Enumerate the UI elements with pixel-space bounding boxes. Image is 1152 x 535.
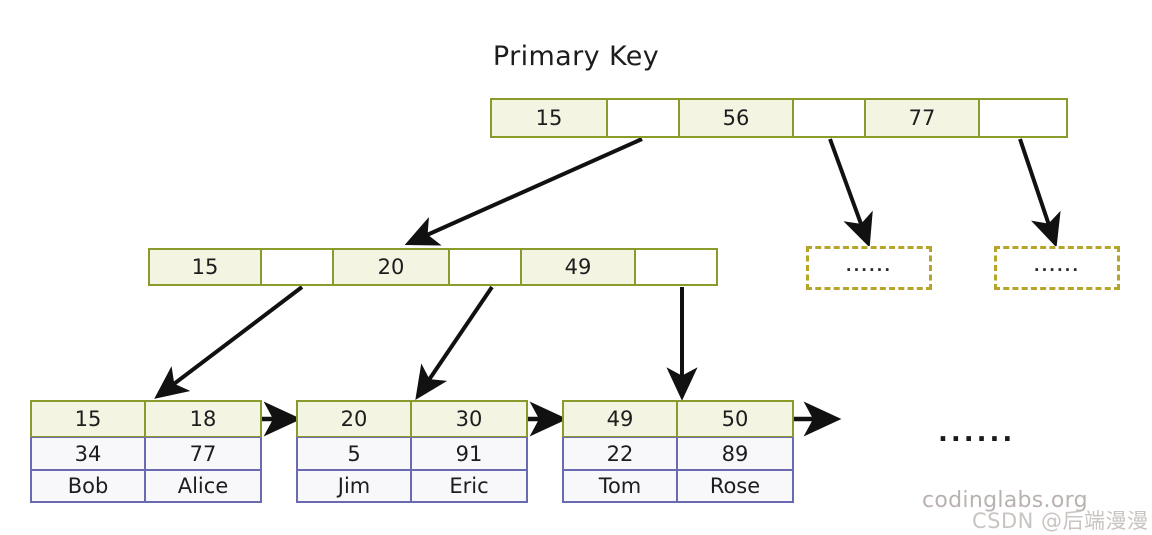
placeholder-left-dots: ......: [845, 256, 893, 275]
root-index-node: 15 56 77: [490, 98, 1068, 138]
root-cell-pointer-2[interactable]: [980, 100, 1066, 136]
leaf-2-key-0[interactable]: 20: [298, 402, 412, 436]
placeholder-node-left: ......: [806, 246, 932, 290]
leaf-1-data-row-2: Bob Alice: [30, 470, 262, 503]
leaf-3-key-0[interactable]: 49: [564, 402, 678, 436]
leaf-2-data-row-2: Jim Eric: [296, 470, 528, 503]
internal-cell-pointer-2[interactable]: [636, 250, 714, 284]
root-cell-key-1[interactable]: 56: [680, 100, 794, 136]
leaf-3-key-row: 49 50: [562, 400, 794, 437]
leaf-3-field-name-0[interactable]: Tom: [564, 471, 678, 501]
leaf-node-1: 15 18 34 77 Bob Alice: [30, 400, 262, 503]
leaf-2-key-1[interactable]: 30: [455, 407, 483, 431]
leaf-1-key-0[interactable]: 15: [32, 402, 146, 436]
edge-internal-to-leaf-1: [154, 285, 304, 399]
leaf-3-data-row-2: Tom Rose: [562, 470, 794, 503]
leaf-2-key-row: 20 30: [296, 400, 528, 437]
root-cell-key-2[interactable]: 77: [866, 100, 980, 136]
root-cell-pointer-0[interactable]: [608, 100, 680, 136]
leaf-1-field-age-0[interactable]: 34: [32, 438, 146, 469]
internal-cell-key-0[interactable]: 15: [150, 250, 262, 284]
leaf-1-data-row-1: 34 77: [30, 437, 262, 470]
leaf-1-field-age-1[interactable]: 77: [189, 441, 217, 466]
leaf-2-field-name-1[interactable]: Eric: [449, 474, 489, 498]
leaf-node-3: 49 50 22 89 Tom Rose: [562, 400, 794, 503]
leaf-1-field-name-1[interactable]: Alice: [177, 474, 229, 498]
leaf-1-field-name-0[interactable]: Bob: [32, 471, 146, 501]
edge-root-to-placeholder-right: [1018, 138, 1061, 248]
leaf-3-data-row-1: 22 89: [562, 437, 794, 470]
diagram-title: Primary Key: [492, 41, 660, 72]
leaf-node-2: 20 30 5 91 Jim Eric: [296, 400, 528, 503]
leaf-1-key-1[interactable]: 18: [189, 407, 217, 431]
edge-internal-to-leaf-2: [415, 285, 494, 400]
root-cell-pointer-1[interactable]: [794, 100, 866, 136]
placeholder-node-right: ......: [994, 246, 1120, 290]
internal-cell-pointer-0[interactable]: [262, 250, 334, 284]
leaf-3-field-name-1[interactable]: Rose: [709, 474, 761, 498]
leaf-3-field-age-0[interactable]: 22: [564, 438, 678, 469]
leaf-2-field-age-0[interactable]: 5: [298, 438, 412, 469]
watermark-codinglabs: codinglabs.org: [922, 488, 1088, 513]
leaf-3-key-1[interactable]: 50: [721, 407, 749, 431]
leaf-3-field-age-1[interactable]: 89: [721, 441, 749, 466]
internal-index-node: 15 20 49: [148, 248, 718, 286]
root-cell-key-0[interactable]: 15: [492, 100, 608, 136]
internal-cell-pointer-1[interactable]: [450, 250, 522, 284]
edge-root-to-internal: [404, 137, 643, 246]
internal-cell-key-1[interactable]: 20: [334, 250, 450, 284]
leaf-2-data-row-1: 5 91: [296, 437, 528, 470]
internal-cell-key-2[interactable]: 49: [522, 250, 636, 284]
leaf-chain-ellipsis: ......: [938, 418, 1016, 448]
watermark-csdn: CSDN @后端漫漫: [972, 509, 1149, 533]
edge-root-to-placeholder-left: [828, 138, 873, 248]
leaf-1-key-row: 15 18: [30, 400, 262, 437]
placeholder-right-dots: ......: [1033, 256, 1081, 275]
leaf-2-field-age-1[interactable]: 91: [455, 441, 483, 466]
leaf-2-field-name-0[interactable]: Jim: [298, 471, 412, 501]
